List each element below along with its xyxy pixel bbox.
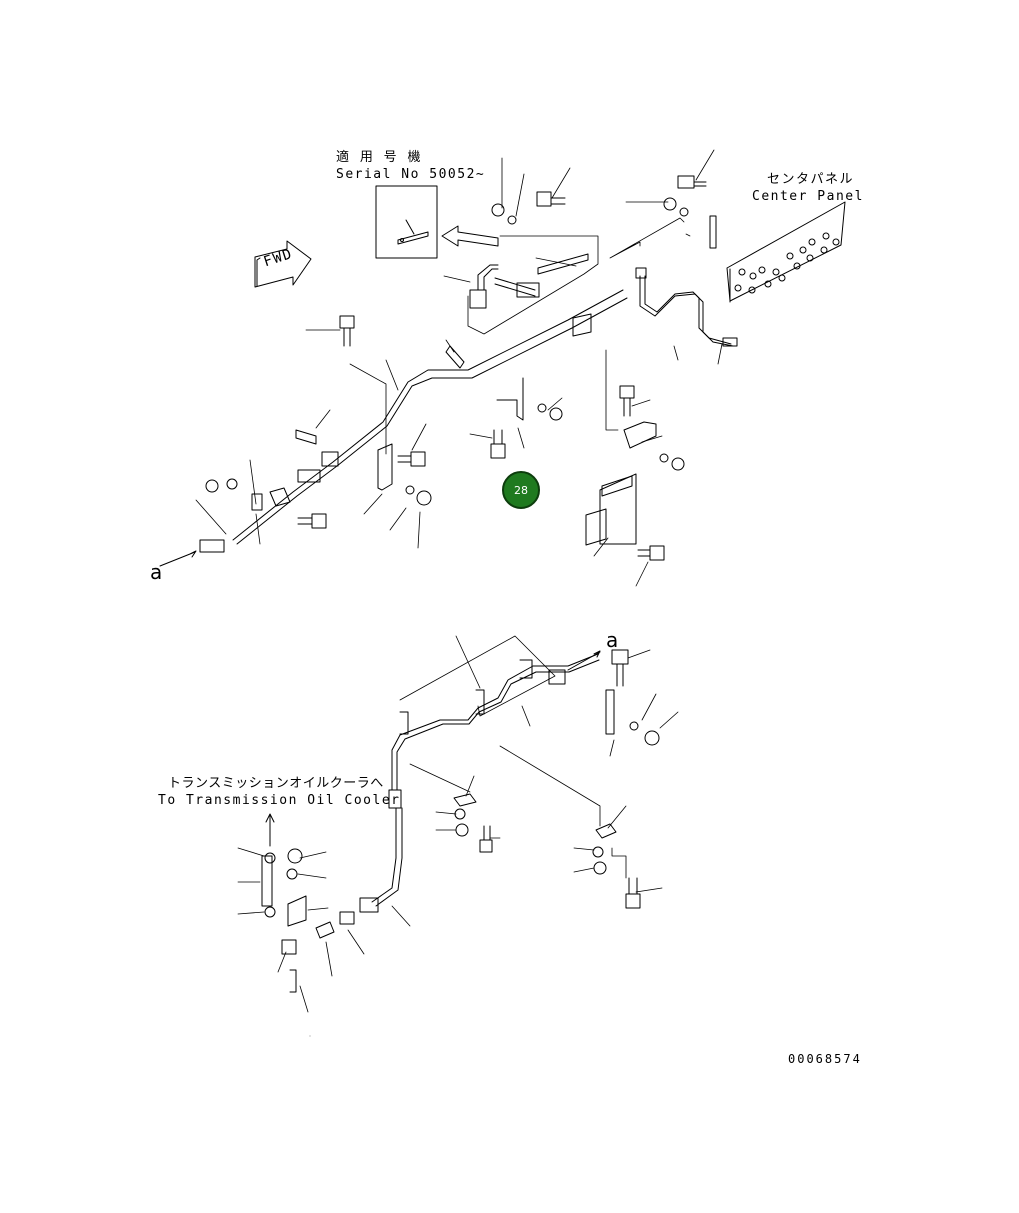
serial-inset-box [375,185,438,259]
upper-hardware [199,175,707,561]
inset-clip-icon [397,219,429,245]
transmission-arrow-icon [265,813,275,847]
connection-arrow-lower [567,650,601,671]
lower-brackets [261,689,617,927]
upper-hose-top [469,264,540,309]
center-panel-plate [726,201,846,303]
upper-tube-right [639,275,738,347]
serial-note-en-label: Serial No 50052~ [336,167,486,182]
connection-label-lower: a [606,628,619,652]
lower-tube-main [388,653,600,809]
serial-note-jp-label: 適 用 号 機 [336,150,422,165]
center-panel-jp-label: センタパネル [767,172,855,187]
lower-hose [359,807,403,913]
transmission-jp-label: トランスミッションオイルクーラへ [168,776,384,791]
fwd-arrow-icon [254,240,312,288]
inset-arrow-icon [441,225,499,247]
center-panel-en-label: Center Panel [752,189,864,204]
drawing-number: 00068574 [788,1052,862,1066]
upper-clamp-plate [537,253,647,337]
assembly-outlines [349,217,685,879]
upper-brackets [377,215,717,546]
figure-badge[interactable]: 28 [502,471,540,509]
connection-label-upper: a [150,560,163,584]
connection-arrow-upper [159,550,197,567]
transmission-en-label: To Transmission Oil Cooler [158,793,401,808]
upper-tube-main [232,289,628,545]
leader-lines [195,149,723,1037]
